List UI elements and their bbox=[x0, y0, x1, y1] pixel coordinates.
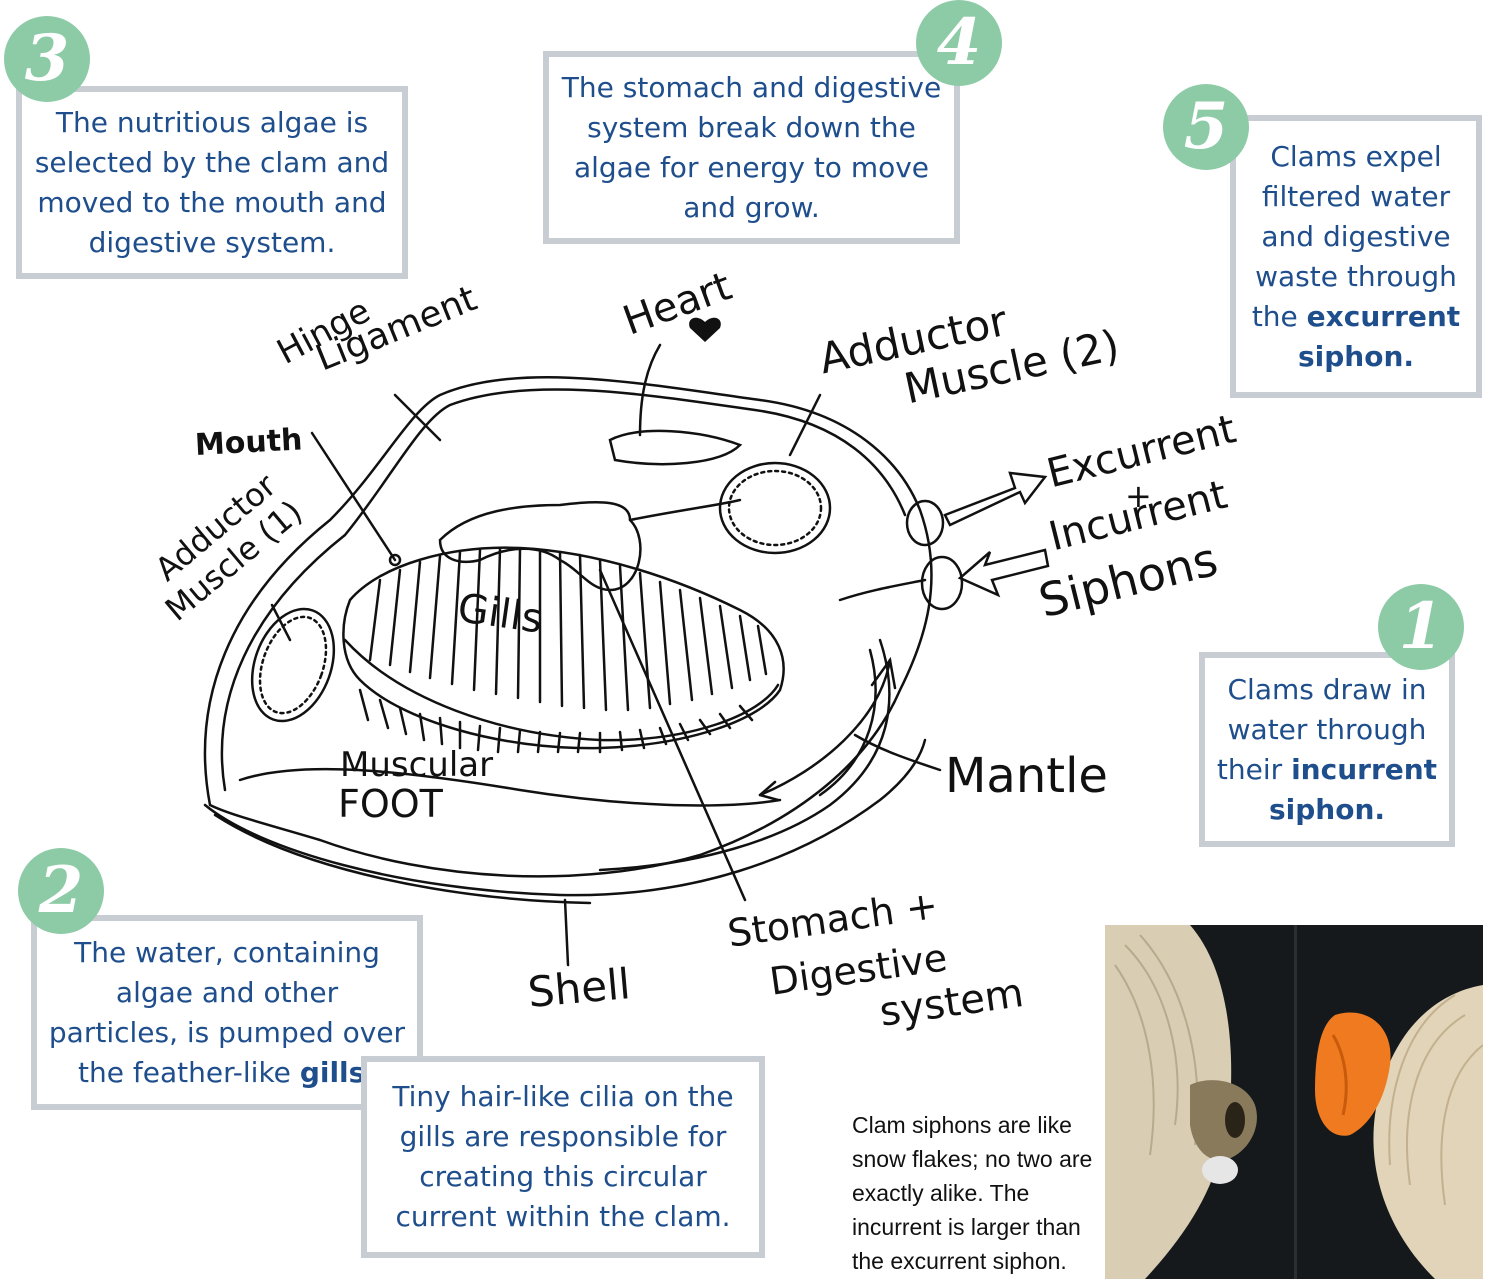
step-1-badge: 1 bbox=[1378, 584, 1464, 670]
step-2-text: The water, containing algae and other pa… bbox=[47, 933, 407, 1093]
step-5-badge: 5 bbox=[1163, 84, 1249, 170]
label-muscular: Muscular bbox=[340, 745, 493, 785]
label-mantle: Mantle bbox=[945, 748, 1108, 804]
gills-shape bbox=[343, 548, 783, 748]
step-1-text: Clams draw in water through their incurr… bbox=[1215, 670, 1439, 830]
incurrent-siphon-shape bbox=[922, 557, 962, 609]
step-2b-text: Tiny hair-like cilia on the gills are re… bbox=[377, 1077, 749, 1237]
shell-outline bbox=[205, 377, 931, 876]
label-shell: Shell bbox=[526, 959, 632, 1017]
siphon-caption: Clam siphons are like snow flakes; no tw… bbox=[852, 1108, 1102, 1278]
step-4-badge: 4 bbox=[916, 0, 1002, 86]
step-5-bold: excurrent siphon. bbox=[1298, 300, 1460, 373]
step-2b-box: Tiny hair-like cilia on the gills are re… bbox=[361, 1056, 765, 1258]
step-4-text: The stomach and digestive system break d… bbox=[559, 68, 944, 228]
step-3-badge: 3 bbox=[4, 16, 90, 102]
step-5-box: Clams expel filtered water and digestive… bbox=[1230, 115, 1482, 398]
clam-siphon-photo bbox=[1105, 925, 1483, 1279]
step-3-box: The nutritious algae is selected by the … bbox=[16, 86, 408, 279]
label-foot: FOOT bbox=[338, 782, 443, 826]
heart-shape bbox=[610, 431, 740, 464]
step-3-text: The nutritious algae is selected by the … bbox=[32, 103, 392, 263]
incurrent-arrow bbox=[960, 550, 1048, 595]
step-1-box: Clams draw in water through their incurr… bbox=[1199, 652, 1455, 847]
foot-shape bbox=[240, 769, 780, 805]
step-5-text: Clams expel filtered water and digestive… bbox=[1246, 137, 1466, 377]
label-mouth: Mouth bbox=[194, 422, 303, 463]
adductor-muscle-2-shape bbox=[720, 463, 830, 553]
excurrent-arrow bbox=[945, 473, 1045, 525]
step-4-box: The stomach and digestive system break d… bbox=[543, 51, 960, 244]
adductor-muscle-1-shape bbox=[237, 598, 348, 733]
step-1-bold: incurrent siphon. bbox=[1269, 753, 1437, 826]
step-2-badge: 2 bbox=[18, 848, 104, 934]
